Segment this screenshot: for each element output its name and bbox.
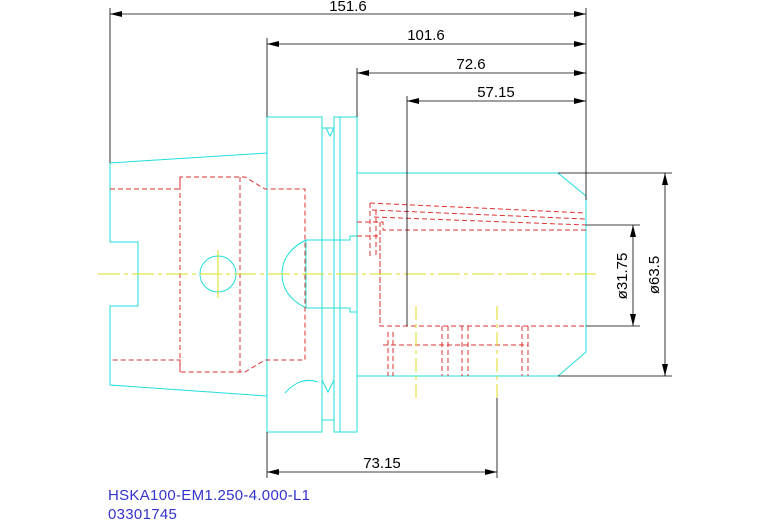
centerlines <box>98 250 600 398</box>
arrow-72-left <box>357 70 369 76</box>
hidden-lines <box>110 176 587 376</box>
dim-text-63: ø63.5 <box>646 256 663 294</box>
arrow-57-right <box>574 98 586 104</box>
flange-v-notch-top <box>325 127 335 138</box>
arrow-151-right <box>574 11 586 17</box>
arrow-31-bottom <box>630 314 636 326</box>
dimension-arrows <box>110 11 668 475</box>
arrow-73-left <box>267 469 279 475</box>
dim-text-57: 57.15 <box>477 84 515 101</box>
arrow-63-top <box>662 173 668 185</box>
arrow-57-left <box>407 98 419 104</box>
arrow-101-left <box>267 41 279 47</box>
part-number-label: HSKA100-EM1.250-4.000-L1 <box>108 487 311 504</box>
arrow-151-left <box>110 11 122 17</box>
taper-line-3 <box>373 216 587 226</box>
drive-slot-arc <box>284 379 319 394</box>
dim-text-73: 73.15 <box>363 455 401 472</box>
arrow-63-bottom <box>662 364 668 376</box>
flange-v-notch-bottom <box>321 379 335 394</box>
taper-line-1 <box>369 202 587 214</box>
dimensions <box>109 8 672 478</box>
taper-line-2 <box>371 209 587 220</box>
dim-text-151: 151.6 <box>329 0 367 15</box>
arrow-72-right <box>574 70 586 76</box>
taper-shank <box>109 152 268 397</box>
arrow-101-right <box>574 41 586 47</box>
dim-text-101: 101.6 <box>407 27 445 44</box>
arrow-73-right <box>485 469 497 475</box>
dim-text-72: 72.6 <box>456 56 485 73</box>
dim-text-31: ø31.75 <box>614 253 631 300</box>
item-number-label: 03301745 <box>108 506 178 523</box>
arrow-31-top <box>630 225 636 237</box>
